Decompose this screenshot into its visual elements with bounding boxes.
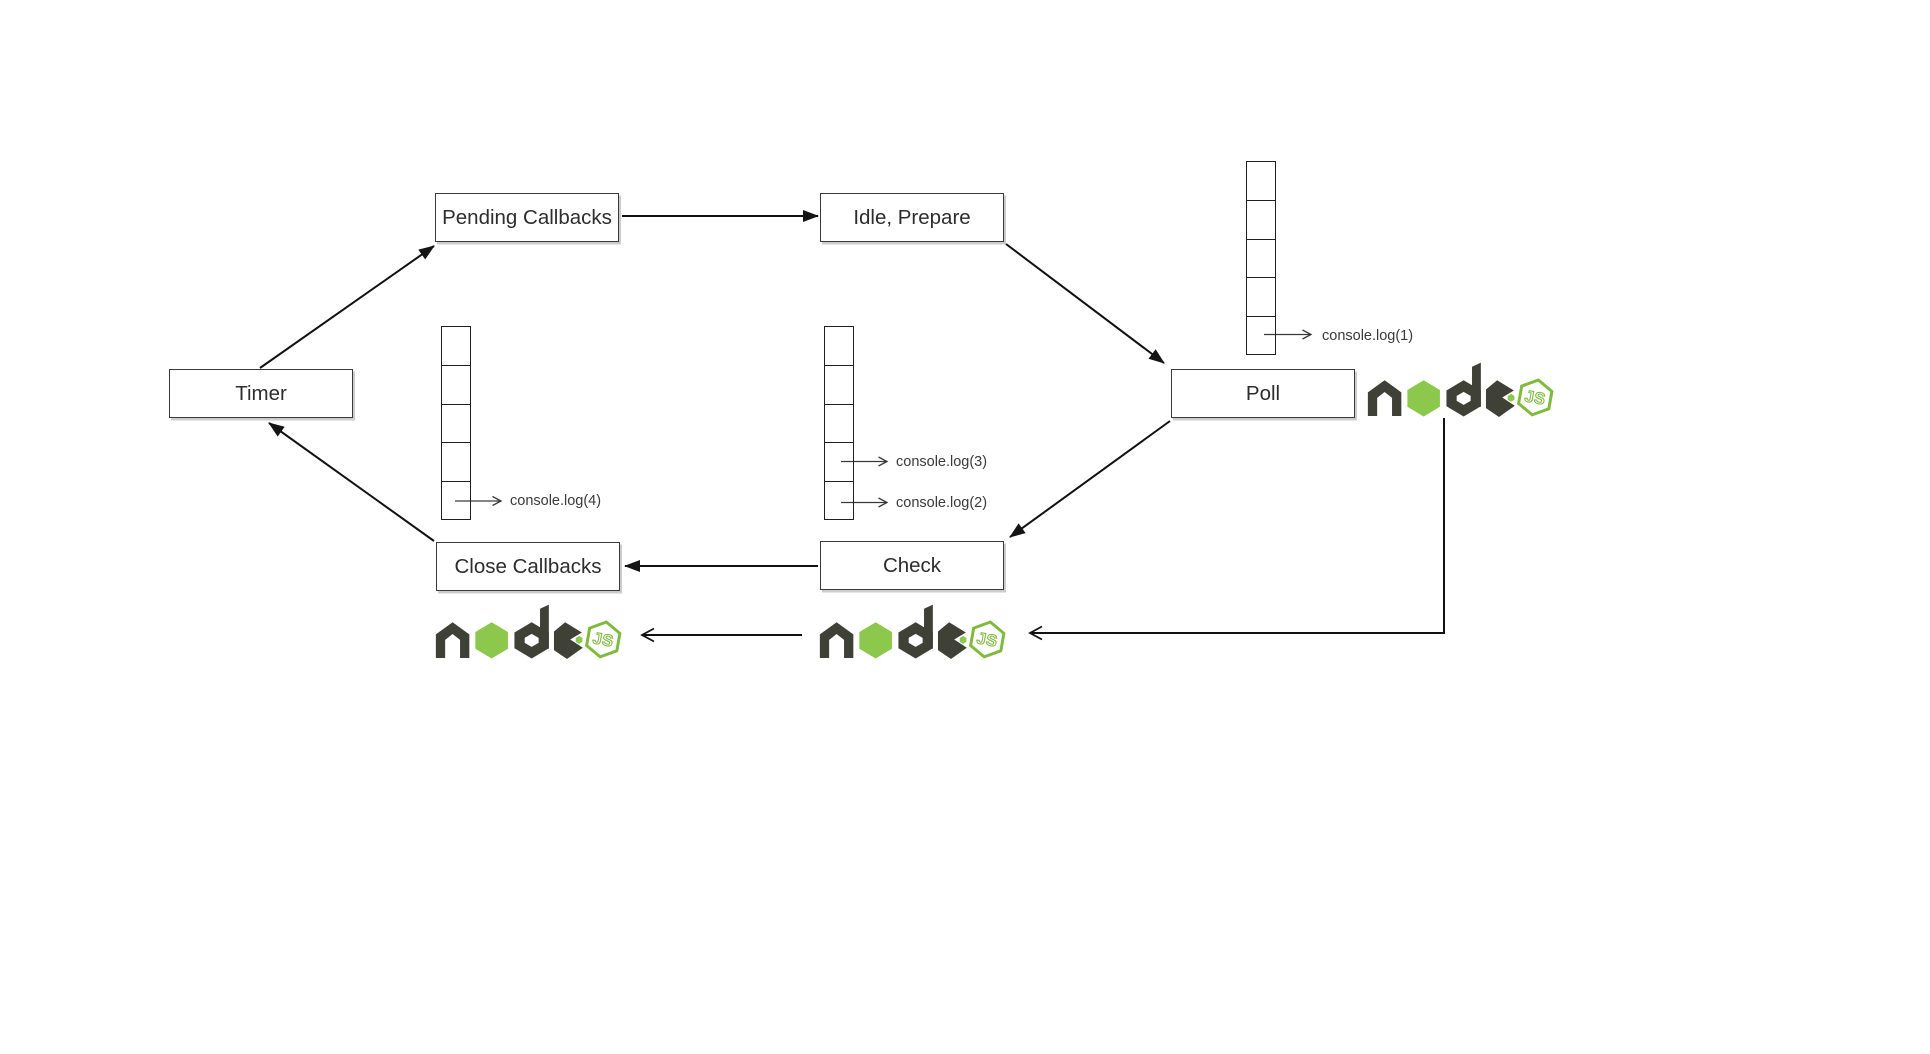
nodejs-logo-close xyxy=(434,603,623,661)
phase-box-pending-callbacks: Pending Callbacks xyxy=(435,193,619,242)
queue-cell xyxy=(1247,315,1275,354)
queue-cell xyxy=(825,480,853,519)
queue-cell xyxy=(825,365,853,403)
close-callback-queue xyxy=(441,326,471,520)
phase-box-check: Check xyxy=(820,541,1004,590)
queue-cell xyxy=(825,403,853,442)
callout-log3: console.log(3) xyxy=(896,454,988,470)
callout-log1: console.log(1) xyxy=(1322,328,1414,344)
queue-cell xyxy=(825,442,853,480)
arrow-poll-to-check xyxy=(1009,420,1171,538)
phase-box-poll: Poll xyxy=(1171,369,1355,418)
queue-cell xyxy=(1247,162,1275,200)
phase-box-close-callbacks: Close Callbacks xyxy=(436,542,620,591)
phase-box-timer: Timer xyxy=(169,369,353,418)
queue-cell xyxy=(442,403,470,442)
arrow-close-to-timer xyxy=(268,422,435,542)
arrow-poll-logo-to-check-logo xyxy=(1028,418,1445,641)
poll-callback-queue xyxy=(1246,161,1276,355)
queue-cell xyxy=(825,327,853,365)
queue-cell xyxy=(442,480,470,519)
arrow-idle-to-poll xyxy=(1005,243,1165,364)
queue-cell xyxy=(1247,277,1275,315)
queue-cell xyxy=(1247,200,1275,238)
nodejs-logo-check xyxy=(818,603,1007,661)
queue-cell xyxy=(442,365,470,403)
check-callback-queue xyxy=(824,326,854,520)
phase-box-idle-prepare: Idle, Prepare xyxy=(820,193,1004,242)
arrow-timer-to-pending xyxy=(259,245,435,369)
callout-log4: console.log(4) xyxy=(510,493,602,509)
queue-cell xyxy=(1247,238,1275,277)
queue-cell xyxy=(442,442,470,480)
callout-log2: console.log(2) xyxy=(896,495,988,511)
queue-cell xyxy=(442,327,470,365)
nodejs-logo-poll xyxy=(1366,361,1555,419)
